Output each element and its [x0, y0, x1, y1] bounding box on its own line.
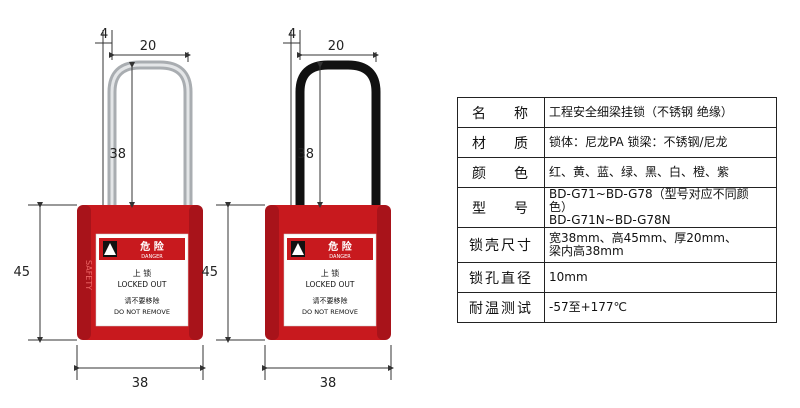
dim-wire-lock-2: 4	[288, 27, 296, 42]
spec-key: 名称	[457, 97, 545, 128]
spec-value: 工程安全细梁挂锁（不锈钢 绝缘）	[544, 97, 777, 128]
label-title-en: DANGER	[329, 254, 351, 260]
spec-row-size: 锁壳尺寸 宽38mm、高45mm、厚20mm、 梁内高38mm	[457, 227, 777, 263]
label-line2-en: DO NOT REMOVE	[302, 308, 358, 316]
label-title-cn: 危 险	[328, 240, 352, 253]
spec-value: BD-G71~BD-G78（型号对应不同颜色） BD-G71N~BD-G78N	[544, 187, 777, 228]
nylon-shackle	[295, 60, 381, 210]
dim-width-lock-1: 20	[140, 39, 157, 54]
danger-header	[287, 238, 373, 260]
warning-icon	[292, 243, 304, 255]
spec-key: 锁壳尺寸	[457, 227, 545, 263]
dim-body-width-lock-2: 38	[320, 376, 337, 391]
label-line2-en: DO NOT REMOVE	[114, 308, 170, 316]
padlock-steel: SAFETY 危 险 DANGER 上 锁 LOCKED OUT 请不要移除 D…	[77, 60, 203, 340]
dim-height-lock-1: 38	[109, 147, 126, 162]
dim-width-lock-2: 20	[328, 39, 345, 54]
label-title-cn: 危 险	[140, 240, 164, 253]
spec-value: 宽38mm、高45mm、厚20mm、 梁内高38mm	[544, 227, 777, 263]
spec-table: 名称 工程安全细梁挂锁（不锈钢 绝缘） 材质 锁体：尼龙PA 锁梁：不锈钢/尼龙…	[457, 97, 777, 323]
label-line1-en: LOCKED OUT	[118, 280, 167, 289]
spec-row-name: 名称 工程安全细梁挂锁（不锈钢 绝缘）	[457, 97, 777, 128]
spec-row-color: 颜色 红、黄、蓝、绿、黑、白、橙、紫	[457, 157, 777, 188]
spec-value: 红、黄、蓝、绿、黑、白、橙、紫	[544, 157, 777, 188]
label-line2-cn: 请不要移除	[313, 296, 348, 305]
label-line1-cn: 上 锁	[321, 268, 340, 278]
spec-value: -57至+177℃	[544, 292, 777, 323]
dim-height-lock-2: 38	[297, 147, 314, 162]
dim-body-height-lock-1: 45	[13, 265, 30, 280]
spec-key: 锁孔直径	[457, 262, 545, 293]
dim-body-height-lock-2: 45	[201, 265, 218, 280]
spec-row-hole: 锁孔直径 10mm	[457, 262, 777, 293]
label-title-en: DANGER	[141, 254, 163, 260]
dim-body-width-lock-1: 38	[132, 376, 149, 391]
spec-value: 10mm	[544, 262, 777, 293]
spec-row-material: 材质 锁体：尼龙PA 锁梁：不锈钢/尼龙	[457, 127, 777, 158]
label-line1-en: LOCKED OUT	[306, 280, 355, 289]
spec-row-model: 型号 BD-G71~BD-G78（型号对应不同颜色） BD-G71N~BD-G7…	[457, 187, 777, 228]
padlock-nylon: 危 险 DANGER 上 锁 LOCKED OUT 请不要移除 DO NOT R…	[265, 60, 391, 340]
dimensions-lock-2	[216, 30, 394, 380]
padlock-diagrams: SAFETY 危 险 DANGER 上 锁 LOCKED OUT 请不要移除 D…	[13, 27, 394, 391]
label-line2-cn: 请不要移除	[125, 296, 160, 305]
spec-key: 颜色	[457, 157, 545, 188]
spec-key: 材质	[457, 127, 545, 158]
spec-key: 耐温测试	[457, 292, 545, 323]
spec-row-temp: 耐温测试 -57至+177℃	[457, 292, 777, 323]
spec-value: 锁体：尼龙PA 锁梁：不锈钢/尼龙	[544, 127, 777, 158]
steel-shackle	[107, 60, 193, 210]
spec-key: 型号	[457, 187, 545, 228]
warning-icon	[104, 243, 116, 255]
dim-wire-lock-1: 4	[100, 27, 108, 42]
side-text: SAFETY	[84, 260, 93, 290]
label-line1-cn: 上 锁	[133, 268, 152, 278]
danger-header	[99, 238, 185, 260]
dimensions-lock-1	[28, 30, 206, 380]
